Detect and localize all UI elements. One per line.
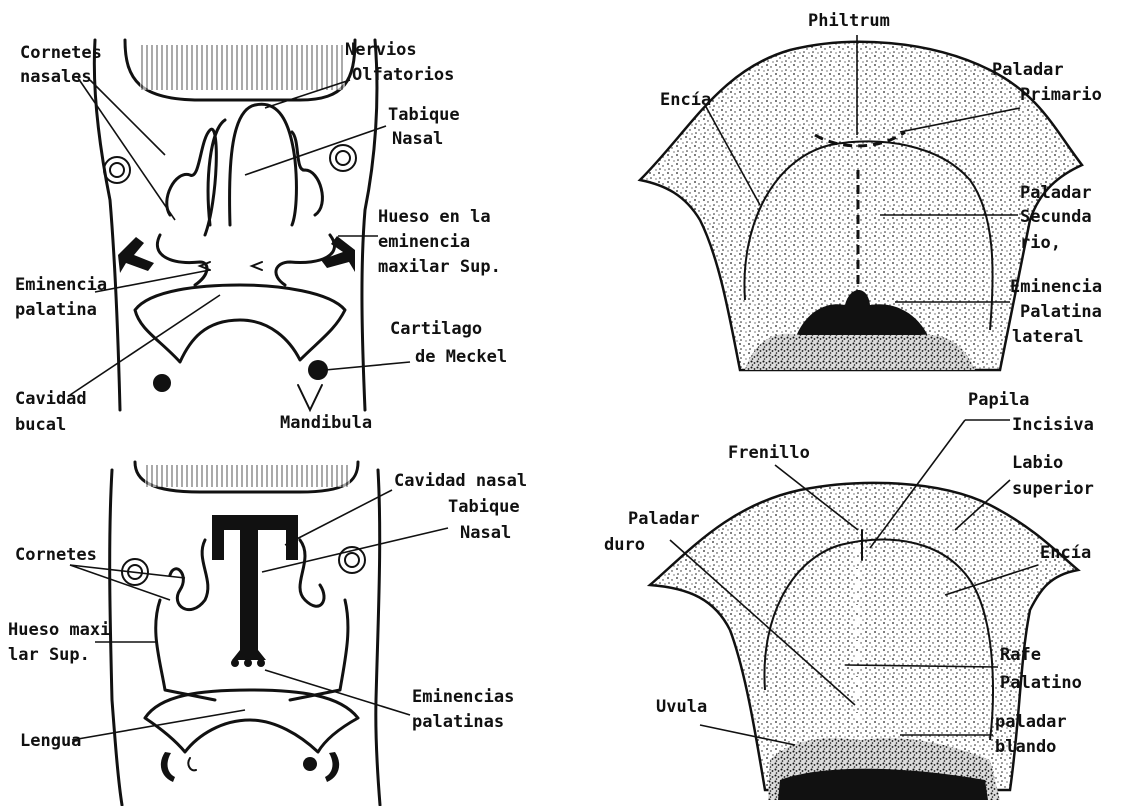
label-nervios-olfatorios-2: Olfatorios [352, 65, 454, 85]
label-eminencia-palatina-1: Eminencia [15, 275, 107, 295]
label-eminencia-palatina-lateral-2: Palatina [1020, 302, 1102, 322]
label-philtrum: Philtrum [808, 11, 890, 31]
label-tabique-nasal-2: Nasal [392, 129, 443, 149]
label-papila-incisiva-1: Papila [968, 390, 1029, 410]
label-cartilago-meckel-2: de Meckel [415, 347, 507, 367]
label-labio-superior-1: Labio [1012, 453, 1063, 473]
label-paladar-primario-2: Primario [1020, 85, 1102, 105]
top-right-palate-drawing [640, 35, 1082, 370]
label-paladar-primario-1: Paladar [992, 60, 1064, 80]
label-eminencias-palatinas-2: palatinas [412, 712, 504, 732]
label-hueso-eminencia-1: Hueso en la [378, 207, 491, 227]
label-tabique-nasal-bl-2: Nasal [460, 523, 511, 543]
label-tabique-nasal-bl-1: Tabique [448, 497, 520, 517]
label-labio-superior-2: superior [1012, 479, 1094, 499]
label-rafe-palatino-1: Rafe [1000, 645, 1041, 665]
label-rafe-palatino-2: Palatino [1000, 673, 1082, 693]
label-eminencia-palatina-2: palatina [15, 300, 97, 320]
label-nervios-olfatorios-1: Nervios [345, 40, 417, 60]
label-paladar-secundario-2: Secunda [1020, 207, 1092, 227]
bottom-left-labels: Cavidad nasal Tabique Nasal Cornetes Hue… [8, 471, 527, 751]
label-encia-br: Encía [1040, 543, 1091, 563]
label-paladar-blando-2: blando [995, 737, 1056, 757]
label-paladar-duro-2: duro [604, 535, 645, 555]
label-lengua: Lengua [20, 731, 81, 751]
label-mandibula: Mandibula [280, 413, 372, 433]
label-hueso-maxilar-1: Hueso maxi [8, 620, 110, 640]
label-frenillo: Frenillo [728, 443, 810, 463]
eye-right [330, 145, 356, 171]
label-encia-tr: Encía [660, 90, 711, 110]
label-eminencia-palatina-lateral-1: Eminencia [1010, 277, 1102, 297]
label-cavidad-bucal-2: bucal [15, 415, 66, 435]
label-hueso-maxilar-2: lar Sup. [8, 645, 90, 665]
bottom-left-section-drawing [110, 462, 380, 805]
label-eminencias-palatinas-1: Eminencias [412, 687, 514, 707]
label-uvula: Uvula [656, 697, 707, 717]
label-paladar-secundario-3: rio, [1020, 233, 1061, 253]
label-cartilago-meckel-1: Cartilago [390, 319, 482, 339]
label-hueso-eminencia-2: eminencia [378, 232, 470, 252]
nasal-septum-bottom [212, 515, 298, 660]
label-cornetes-nasales-1: Cornetes [20, 43, 102, 63]
label-paladar-duro-1: Paladar [628, 509, 700, 529]
label-papila-incisiva-2: Incisiva [1012, 415, 1094, 435]
label-paladar-secundario-1: Paladar [1020, 183, 1092, 203]
nasal-septum-top [230, 104, 297, 225]
label-hueso-eminencia-3: maxilar Sup. [378, 257, 501, 277]
label-tabique-nasal-1: Tabique [388, 105, 460, 125]
label-cornetes: Cornetes [15, 545, 97, 565]
label-eminencia-palatina-lateral-3: lateral [1012, 327, 1084, 347]
label-paladar-blando-1: paladar [995, 712, 1067, 732]
eye-left [104, 157, 130, 183]
label-cavidad-nasal: Cavidad nasal [394, 471, 527, 491]
top-left-section-drawing [94, 40, 377, 410]
label-cornetes-nasales-2: nasales [20, 67, 92, 87]
meckel-cartilage-left [153, 374, 171, 392]
